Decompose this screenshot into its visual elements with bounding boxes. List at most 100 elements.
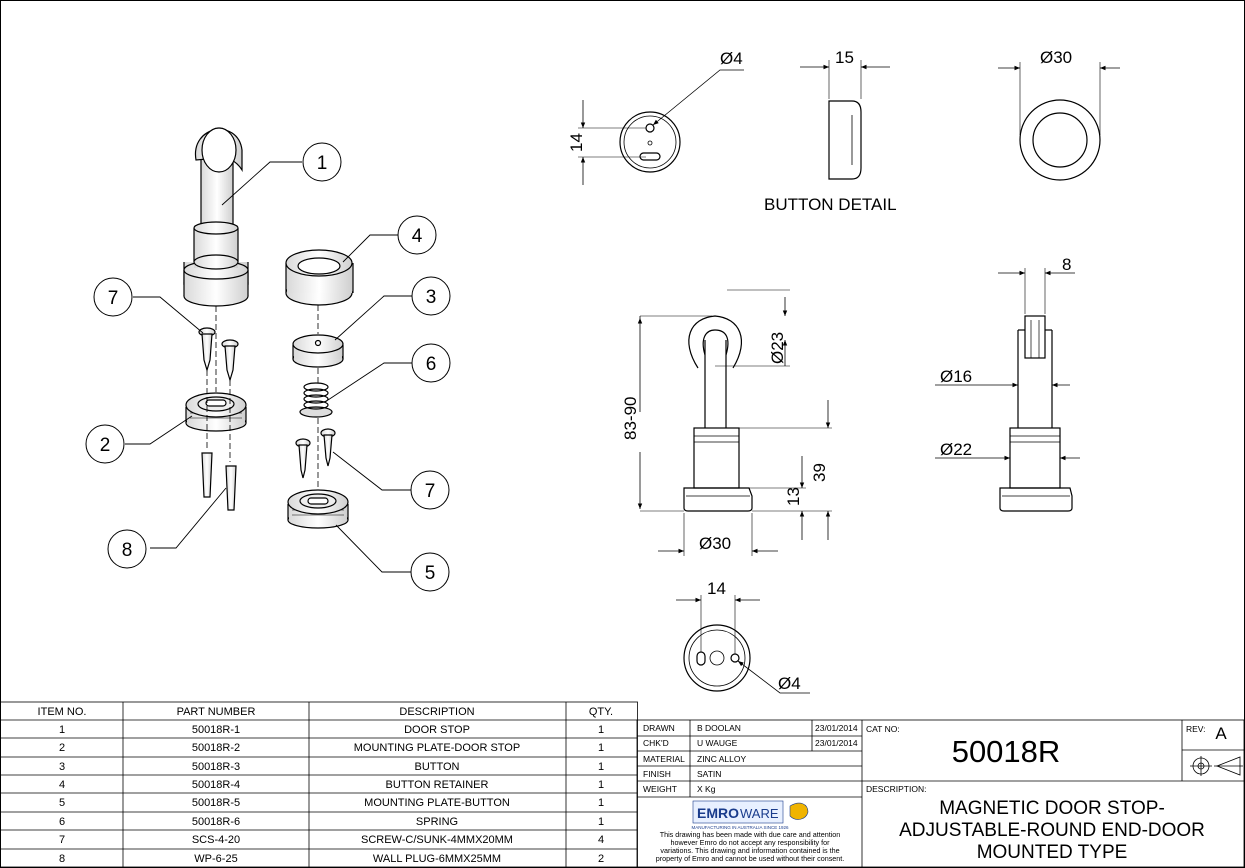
plate-end-labels: 14 Ø4 xyxy=(707,579,801,693)
cat-no-label: CAT NO: xyxy=(866,724,900,734)
stop-base-dia-label: Ø30 xyxy=(699,534,731,553)
bom-cell-qty: 1 xyxy=(598,779,604,791)
part-button xyxy=(292,334,344,368)
balloon-leaders xyxy=(125,161,412,573)
bom-cell-item-no: 3 xyxy=(59,761,65,773)
button-hole-spacing-label: 14 xyxy=(567,133,586,152)
stop-overall-height-label: 83-90 xyxy=(621,397,640,440)
bom-cell-item-no: 5 xyxy=(59,797,65,809)
bom-cell-description: WALL PLUG-6MMX25MM xyxy=(373,853,501,865)
finish-value: SATIN xyxy=(697,769,721,779)
bom-cell-description: DOOR STOP xyxy=(404,724,470,736)
bom-table xyxy=(0,701,638,868)
part-wall-plugs xyxy=(201,452,237,511)
bom-cell-item-no: 7 xyxy=(59,834,65,846)
bom-cell-item-no: 2 xyxy=(59,742,65,754)
part-button-retainer xyxy=(285,249,354,306)
door-stop-front-labels: 83-90 Ø23 39 13 Ø30 xyxy=(621,332,829,553)
description-label: DESCRIPTION: xyxy=(866,784,926,794)
balloon-2 xyxy=(85,424,125,464)
button-detail xyxy=(578,60,1120,185)
drawn-date: 23/01/2014 xyxy=(815,723,858,733)
explode-center-lines xyxy=(206,305,319,488)
bom-cell-part-number: SCS-4-20 xyxy=(192,834,240,846)
bom-cell-part-number: 50018R-6 xyxy=(192,816,240,828)
bom-header-item-no: ITEM NO. xyxy=(38,706,87,718)
balloon-1-label: 1 xyxy=(317,153,328,174)
bom-cell-part-number: 50018R-1 xyxy=(192,724,240,736)
stop-base-height-label: 13 xyxy=(784,487,803,506)
weight-value: X Kg xyxy=(697,784,716,794)
title-block xyxy=(636,719,1245,868)
plate-hole-spacing-label: 14 xyxy=(707,579,726,598)
button-detail-title: BUTTON DETAIL xyxy=(764,195,897,214)
logo-text-ware: WARE xyxy=(740,806,779,821)
checked-date: 23/01/2014 xyxy=(815,738,858,748)
balloon-6 xyxy=(411,343,451,383)
balloon-7b-label: 7 xyxy=(425,481,436,502)
description-line-2: ADJUSTABLE-ROUND END-DOOR xyxy=(899,820,1205,841)
balloon-4-label: 4 xyxy=(412,226,423,247)
balloons xyxy=(85,142,451,592)
button-outer-dia-label: Ø30 xyxy=(1040,48,1072,67)
material-value: ZINC ALLOY xyxy=(697,754,746,764)
stop-upper-height-label: 39 xyxy=(810,463,829,482)
bom-cell-item-no: 8 xyxy=(59,853,65,865)
bom-cell-description: SCREW-C/SUNK-4MMX20MM xyxy=(361,834,513,846)
title-block-text: DRAWN B DOOLAN 23/01/2014 CHK'D U WAUGE … xyxy=(643,723,1206,794)
material-label: MATERIAL xyxy=(643,754,685,764)
bom-cell-item-no: 1 xyxy=(59,724,65,736)
bom-cell-description: MOUNTING PLATE-DOOR STOP xyxy=(354,742,520,754)
disclaimer-line-4: property of Emro and cannot be used with… xyxy=(656,854,845,863)
drawn-name: B DOOLAN xyxy=(697,723,741,733)
bom-cell-qty: 2 xyxy=(598,853,604,865)
balloon-6-label: 6 xyxy=(426,354,437,375)
bom-cell-part-number: 50018R-4 xyxy=(192,779,240,791)
balloon-labels: 1 4 3 6 7 5 7 2 8 xyxy=(100,153,437,584)
button-detail-labels: Ø4 14 15 Ø30 BUTTON DETAIL xyxy=(567,48,1072,214)
bom-cell-description: MOUNTING PLATE-BUTTON xyxy=(364,797,510,809)
bom-cell-qty: 1 xyxy=(598,761,604,773)
checked-name: U WAUGE xyxy=(697,738,738,748)
bom-cell-qty: 4 xyxy=(598,834,604,846)
balloon-7a xyxy=(93,277,133,317)
part-screws xyxy=(198,327,336,479)
balloon-5 xyxy=(410,552,450,592)
balloon-3-label: 3 xyxy=(426,287,437,308)
disclaimer-line-1: This drawing has been made with due care… xyxy=(660,830,841,839)
bom-cell-description: BUTTON xyxy=(414,761,459,773)
bom-cell-item-no: 6 xyxy=(59,816,65,828)
balloon-3 xyxy=(411,276,451,316)
rev-value: A xyxy=(1215,724,1227,743)
door-stop-side-view xyxy=(935,268,1080,512)
plate-end-view xyxy=(676,595,810,694)
side-end-width-label: 8 xyxy=(1062,255,1071,274)
bom-header-description: DESCRIPTION xyxy=(399,706,474,718)
balloon-8-label: 8 xyxy=(122,540,133,561)
finish-label: FINISH xyxy=(643,769,671,779)
bom-header-qty: QTY. xyxy=(589,706,613,718)
description-line-1: MAGNETIC DOOR STOP- xyxy=(939,798,1165,819)
bom-cell-qty: 1 xyxy=(598,797,604,809)
part-mounting-plate-button xyxy=(287,489,349,529)
button-thickness-label: 15 xyxy=(835,48,854,67)
exploded-view xyxy=(125,127,412,573)
part-mounting-plate-door-stop xyxy=(185,392,247,432)
balloon-8 xyxy=(107,529,147,569)
stop-end-dia-label: Ø23 xyxy=(768,332,787,364)
australia-map-icon xyxy=(789,802,809,820)
bom-cell-part-number: 50018R-3 xyxy=(192,761,240,773)
balloon-2-label: 2 xyxy=(100,435,111,456)
bom-cell-description: BUTTON RETAINER xyxy=(386,779,489,791)
bom-cell-item-no: 4 xyxy=(59,779,65,791)
disclaimer: This drawing has been made with due care… xyxy=(656,830,845,863)
balloon-7a-label: 7 xyxy=(108,288,119,309)
balloon-1 xyxy=(302,142,342,182)
cat-no-value: 50018R xyxy=(952,734,1061,769)
bom-cell-part-number: 50018R-2 xyxy=(192,742,240,754)
checked-label: CHK'D xyxy=(643,738,669,748)
description-line-3: MOUNTED TYPE xyxy=(977,842,1128,863)
description-block: MAGNETIC DOOR STOP- ADJUSTABLE-ROUND END… xyxy=(899,798,1205,863)
